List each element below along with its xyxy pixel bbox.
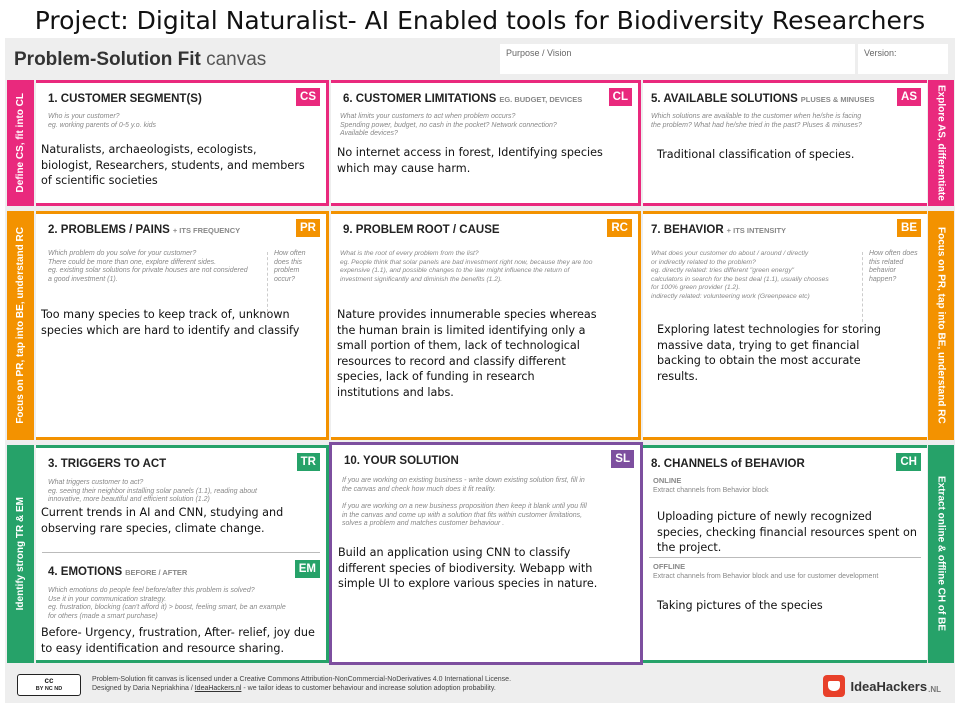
hint-text: If you are working on existing business …	[342, 477, 585, 493]
online-answer[interactable]: Uploading picture of newly recognized sp…	[657, 510, 917, 554]
hint-text: What is the root of every problem from t…	[340, 250, 593, 283]
offline-answer[interactable]: Taking pictures of the species	[657, 599, 823, 612]
cell-title: 7. BEHAVIOR+ ITS INTENSITY	[651, 224, 787, 236]
answer-text[interactable]: Exploring latest technologies for storin…	[657, 323, 881, 383]
column-divider	[267, 252, 268, 312]
ideahackers-link[interactable]: IdeaHackers.nl	[194, 685, 242, 692]
hint-frequency: How often does this related behavior hap…	[869, 250, 918, 283]
canvas-title: Problem-Solution Fit canvas	[14, 49, 266, 71]
canvas-title-bold: Problem-Solution Fit	[14, 49, 201, 70]
hint-text: Who is your customer? eg. working parent…	[48, 113, 157, 129]
badge-be: BE	[897, 219, 921, 237]
badge-sl: SL	[611, 450, 634, 468]
cell-title: 1. CUSTOMER SEGMENT(S)	[48, 93, 202, 105]
side-label-left-mid: Focus on PR, tap into BE, understand RC	[7, 211, 34, 440]
badge-em: EM	[294, 560, 320, 578]
side-label-left-bottom: Identify strong TR & EM	[7, 445, 34, 663]
online-hint: Extract channels from Behavior block	[653, 487, 769, 494]
section-divider	[42, 552, 320, 553]
ideahackers-logo-icon	[823, 675, 846, 697]
page-title: Project: Digital Naturalist- AI Enabled …	[34, 6, 926, 35]
answer-text[interactable]: Naturalists, archaeologists, ecologists,…	[41, 143, 305, 187]
canvas-title-light: canvas	[206, 49, 267, 70]
cell-triggers-emotions: 3. TRIGGERS TO ACT TR What triggers cust…	[36, 445, 329, 663]
badge-ch: CH	[896, 453, 921, 471]
cell-behavior: 7. BEHAVIOR+ ITS INTENSITY BE What does …	[643, 211, 927, 440]
cell-title: 2. PROBLEMS / PAINS+ ITS FREQUENCY	[48, 224, 241, 236]
cell-title: 8. CHANNELS of BEHAVIOR	[651, 458, 805, 470]
hint-text: Which emotions do people feel before/aft…	[48, 587, 286, 620]
side-label-right-top: Explore AS, differentiate	[928, 80, 954, 206]
column-divider	[862, 252, 863, 322]
version-field[interactable]: Version:	[858, 44, 948, 74]
hint-frequency: How often does this problem occur?	[274, 250, 306, 283]
badge-as: AS	[897, 88, 921, 106]
offline-label: OFFLINE	[653, 562, 686, 571]
badge-pr: PR	[296, 219, 320, 237]
answer-text-emotions[interactable]: Before- Urgency, frustration, After- rel…	[41, 626, 315, 655]
hint-text: Which problem do you solve for your cust…	[48, 250, 248, 283]
badge-rc: RC	[607, 219, 632, 237]
offline-hint: Extract channels from Behavior block and…	[653, 573, 879, 580]
cell-title-triggers: 3. TRIGGERS TO ACT	[48, 458, 167, 470]
cell-channels-of-behavior: 8. CHANNELS of BEHAVIOR CH ONLINE Extrac…	[643, 445, 927, 663]
badge-cs: CS	[296, 88, 320, 106]
license-text: Problem-Solution fit canvas is licensed …	[92, 676, 512, 692]
hint-text: Which solutions are available to the cus…	[651, 113, 862, 129]
answer-text[interactable]: Nature provides innumerable species wher…	[337, 308, 597, 399]
cell-problems-pains: 2. PROBLEMS / PAINS+ ITS FREQUENCY PR Wh…	[36, 211, 329, 440]
side-label-left-top: Define CS, fit into CL	[7, 80, 34, 206]
cell-your-solution: 10. YOUR SOLUTION SL If you are working …	[329, 442, 643, 665]
badge-cl: CL	[608, 88, 632, 106]
answer-text[interactable]: No internet access in forest, Identifyin…	[337, 146, 603, 175]
footer: cc BY NC ND Problem-Solution fit canvas …	[5, 669, 955, 703]
cell-title: 9. PROBLEM ROOT / CAUSE	[343, 224, 500, 236]
badge-tr: TR	[296, 453, 320, 471]
hint-text: What limits your customers to act when p…	[340, 113, 557, 138]
cell-customer-segments: 1. CUSTOMER SEGMENT(S) CS Who is your cu…	[36, 80, 329, 206]
answer-text-triggers[interactable]: Current trends in AI and CNN, studying a…	[41, 506, 284, 535]
hint-text: What does your customer do about / aroun…	[651, 250, 829, 300]
ideahackers-logo: IdeaHackers.NL	[823, 675, 941, 697]
cell-problem-root-cause: 9. PROBLEM ROOT / CAUSE RC What is the r…	[331, 211, 641, 440]
answer-text[interactable]: Traditional classification of species.	[657, 148, 855, 161]
hint-text-2: If you are working on a new business pro…	[342, 503, 587, 528]
creative-commons-icon: cc BY NC ND	[17, 674, 81, 696]
answer-text[interactable]: Build an application using CNN to classi…	[338, 546, 598, 590]
online-label: ONLINE	[653, 476, 682, 485]
answer-text[interactable]: Too many species to keep track of, unkno…	[41, 308, 300, 337]
cell-title: 10. YOUR SOLUTION	[344, 455, 459, 467]
hint-text: What triggers customer to act? eg. seein…	[48, 479, 257, 504]
side-label-right-mid: Focus on PR, tap into BE, understand RC	[928, 211, 954, 440]
section-divider	[649, 557, 921, 558]
purpose-vision-field[interactable]: Purpose / Vision	[500, 44, 855, 74]
side-label-right-bottom: Extract online & offline CH of BE	[928, 445, 954, 663]
